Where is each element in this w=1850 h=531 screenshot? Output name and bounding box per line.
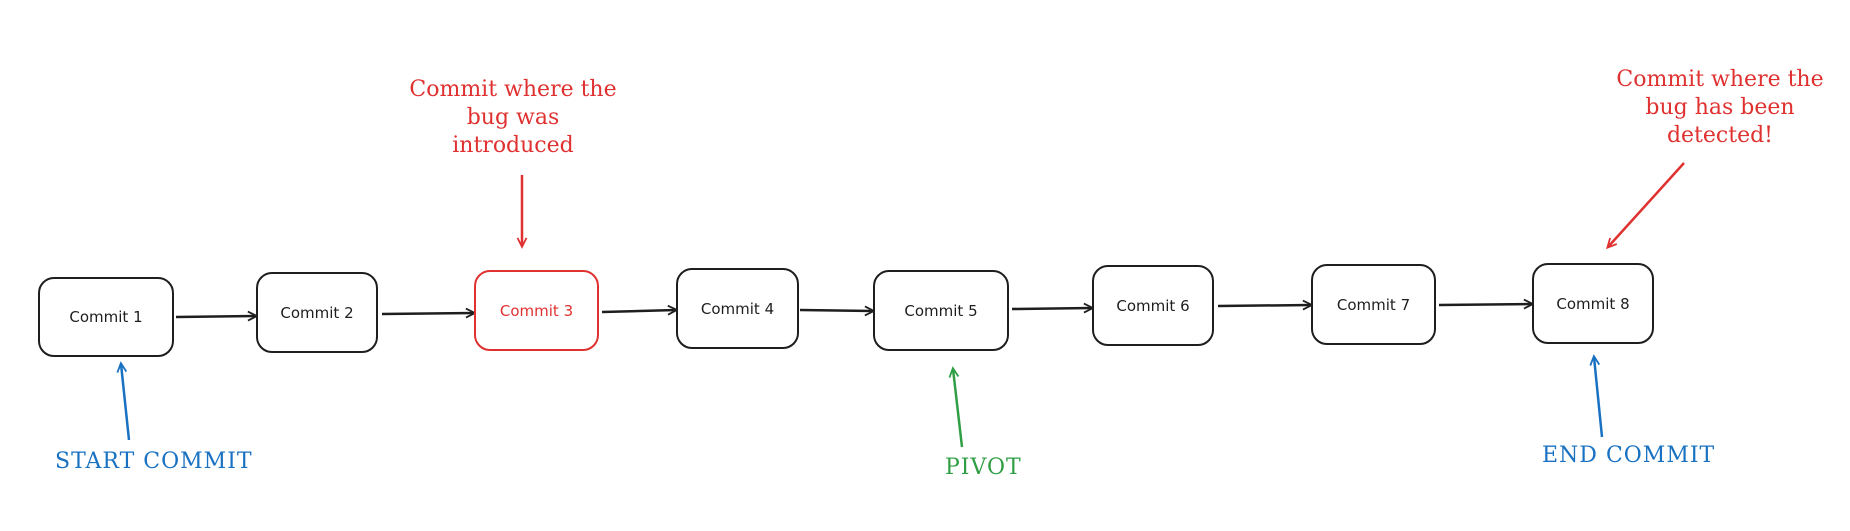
arrow-commit-1-to-2 [175, 310, 259, 322]
arrow-commit-4-to-5 [799, 305, 876, 317]
commit-node-8: Commit 8 [1532, 263, 1654, 344]
arrow-bug-detected [1606, 162, 1685, 250]
label-start-commit: START COMMIT [55, 449, 253, 474]
commit-node-4: Commit 4 [676, 268, 799, 349]
note-bug-detected: Commit where the bug has been detected! [1616, 67, 1824, 148]
label-pivot: PIVOT [945, 455, 1022, 480]
arrow-commit-5-to-6 [1011, 302, 1095, 314]
arrow-end-commit [1589, 354, 1604, 438]
commit-node-5: Commit 5 [873, 270, 1009, 351]
commit-node-6: Commit 6 [1092, 265, 1214, 346]
note-bug-introduced: Commit where the bug was introduced [409, 77, 617, 158]
label-end-commit: END COMMIT [1542, 443, 1716, 468]
arrow-commit-3-to-4 [601, 304, 679, 316]
arrow-commit-2-to-3 [381, 307, 477, 319]
arrow-commit-7-to-8 [1438, 298, 1535, 310]
commit-node-3: Commit 3 [474, 270, 599, 351]
arrow-start-commit [116, 361, 131, 441]
commit-node-2: Commit 2 [256, 272, 378, 353]
arrow-commit-6-to-7 [1217, 299, 1314, 311]
arrow-pivot [948, 366, 964, 448]
commit-node-1: Commit 1 [38, 277, 174, 357]
commit-node-7: Commit 7 [1311, 264, 1436, 345]
